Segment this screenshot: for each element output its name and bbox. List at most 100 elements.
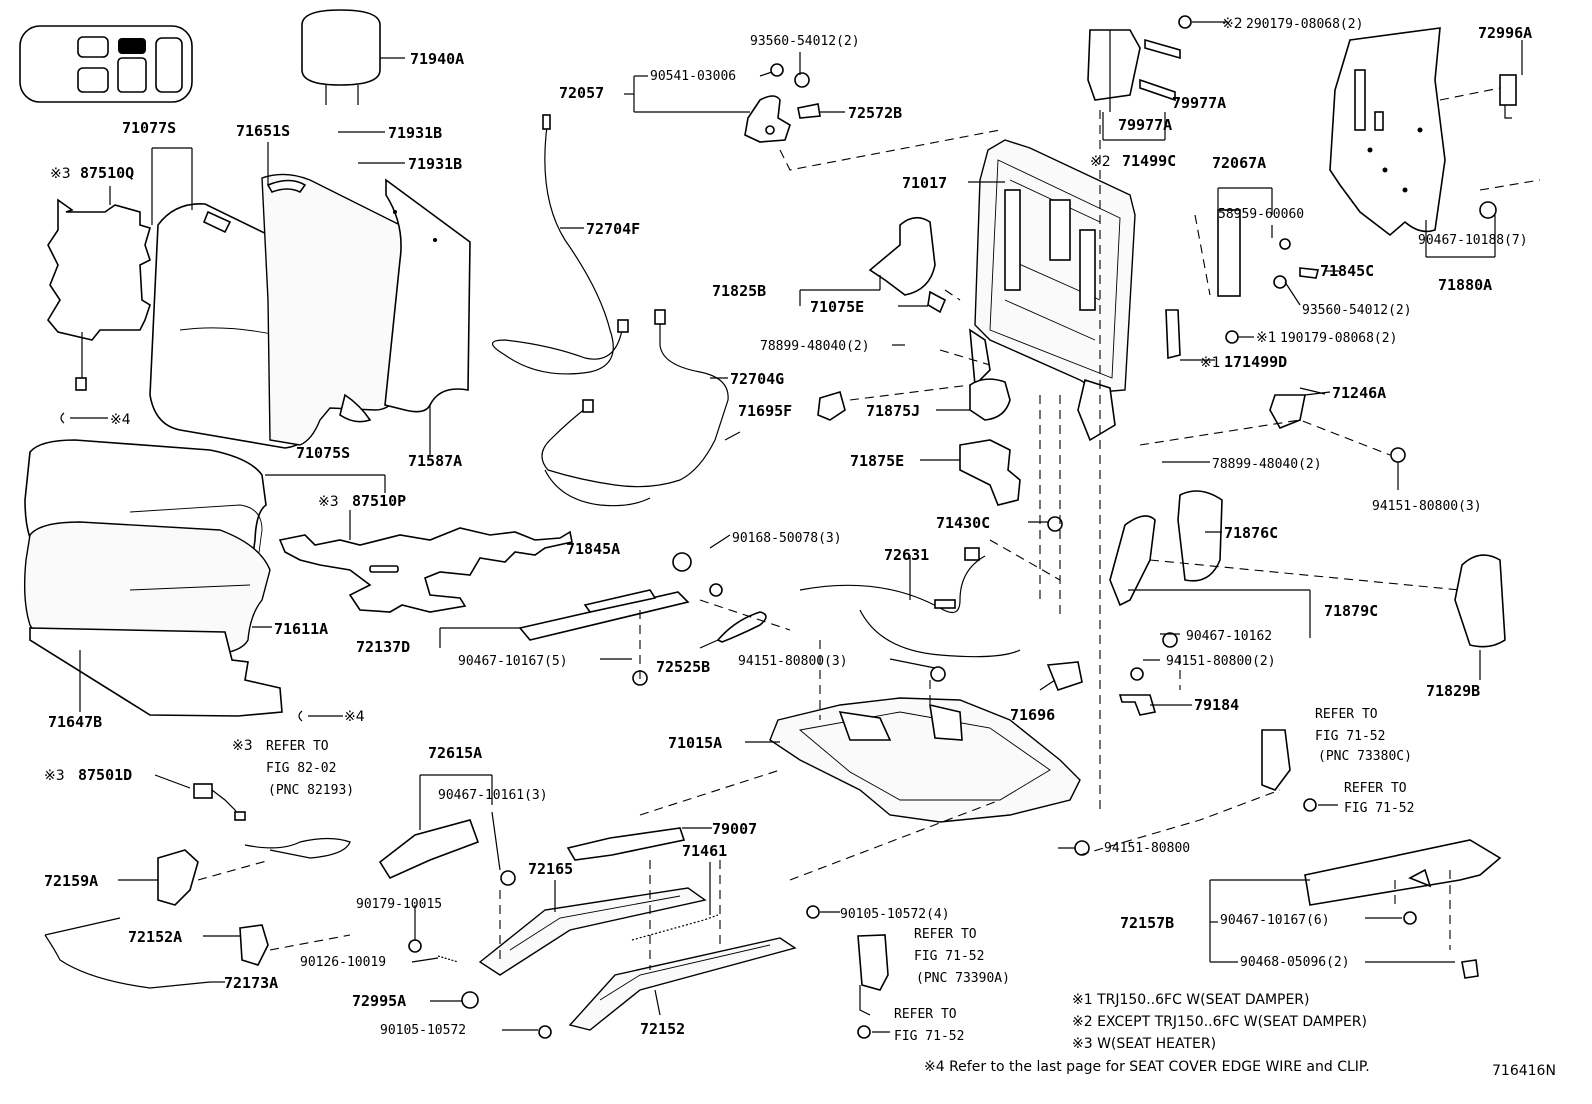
label-94151-80800: 94151-80800 [1104,841,1190,856]
clip-72996A [1499,74,1517,119]
refer-fig-71-52: FIG 71-52 [1315,729,1385,744]
label-71017: 71017 [902,174,947,192]
clip-71430C [1047,516,1063,532]
label-72137D: 72137D [356,638,410,656]
mark-3: ※3 [318,494,339,510]
cover-72152A [239,924,269,966]
refer-fig-71-52: REFER TO [1315,707,1378,722]
label-71461: 71461 [682,842,727,860]
label-171499D: 171499D [1224,353,1287,371]
label-78899-48040: 78899-48040(2) [1212,457,1322,472]
label-72173A: 72173A [224,974,278,992]
label-71077S: 71077S [122,119,176,137]
label-71499C: 71499C [1122,152,1176,170]
label-90467-10167: 90467-10167(5) [458,654,568,669]
label-94151-80800: 94151-80800(3) [738,654,848,669]
label-90105-10572: 90105-10572 [380,1023,466,1038]
hinge-71875J [969,378,1011,421]
cover-71829B [1454,554,1506,648]
label-90105-10572: 90105-10572(4) [840,907,950,922]
vehicle-seat-position-icon [19,25,193,103]
label-72165: 72165 [528,860,573,878]
refer-fig-82-02: (PNC 82193) [268,783,354,798]
nut-94151-80800 [930,666,946,682]
rail-72165 [478,887,707,976]
panel-72137D [518,589,690,686]
bracket-72615A [378,819,516,886]
label-71246A: 71246A [1332,384,1386,402]
label-290179-08068: 290179-08068(2) [1246,17,1363,32]
seatback-frame-71017 [969,139,1136,442]
label-72704F: 72704F [586,220,640,238]
label-72631: 72631 [884,546,929,564]
label-72067A: 72067A [1212,154,1266,172]
nut-90179-10015 [408,939,422,953]
label-90541-03006: 90541-03006 [650,69,736,84]
refer-fig-71-52: REFER TO [1344,781,1407,796]
cable-72631 [799,547,1021,658]
refer-fig-82-02: REFER TO [266,739,329,754]
label-79977A: 79977A [1172,94,1226,112]
sensor-87501D [193,783,351,859]
headrest-71940A [301,9,405,105]
label-78899-48040: 78899-48040(2) [760,339,870,354]
label-93560-54012: 93560-54012(2) [750,34,860,49]
mark-4: ※4 [344,709,365,725]
label-58959-60060: 58959-60060 [1218,207,1304,222]
bracket-71875E [959,439,1021,506]
label-71647B: 71647B [48,713,102,731]
mark-1: ※1 [1200,355,1221,371]
label-71075E: 71075E [810,298,864,316]
cover-72159A [157,849,199,906]
refer-fig-71-52: REFER TO [894,1007,957,1022]
refer-fig-71-52: (PNC 73380C) [1318,749,1412,764]
assembly-guide-lines [197,87,1541,970]
label-79184: 79184 [1194,696,1239,714]
mark-3: ※3 [44,768,65,784]
label-71829B: 71829B [1426,682,1480,700]
mark-4: ※4 [110,412,131,428]
nut-72995A [461,991,479,1009]
label-71695F: 71695F [738,402,792,420]
rail-72152 [568,937,797,1031]
footnote-1: ※1 TRJ150..6FC W(SEAT DAMPER) [1072,992,1310,1008]
label-190179-08068: 190179-08068(2) [1280,331,1397,346]
label-90467-10188: 90467-10188(7) [1418,233,1528,248]
label-71845C: 71845C [1320,262,1374,280]
label-87510P: 87510P [352,492,406,510]
mark-3: ※3 [50,166,71,182]
refer-fig-71-52: FIG 71-52 [914,949,984,964]
seat-cushion-pad-71611A [23,521,271,656]
footnote-4: ※4 Refer to the last page for SEAT COVER… [924,1059,1370,1075]
label-87510Q: 87510Q [80,164,134,182]
label-72995A: 72995A [352,992,406,1010]
refer-fig-82-02: FIG 82-02 [266,761,336,776]
latch-72067A [1217,209,1319,297]
label-72159A: 72159A [44,872,98,890]
label-90467-10161: 90467-10161(3) [438,788,548,803]
label-94151-80800: 94151-80800(2) [1166,654,1276,669]
label-71875J: 71875J [866,402,920,420]
diagram-id: 716416N [1492,1063,1556,1079]
bolt-90105-10572 [538,1025,552,1039]
seat-cushion-board-71647B [29,627,283,717]
label-71587A: 71587A [408,452,462,470]
label-71880A: 71880A [1438,276,1492,294]
seat-belt-buckle-73380C [1261,729,1317,812]
label-71879C: 71879C [1324,602,1378,620]
label-90467-10162: 90467-10162 [1186,629,1272,644]
label-79007: 79007 [712,820,757,838]
mark-2: ※2 [1090,154,1111,170]
refer-fig-71-52: REFER TO [914,927,977,942]
refer-fig-71-52: (PNC 73390A) [916,971,1010,986]
label-90179-10015: 90179-10015 [356,897,442,912]
label-71875E: 71875E [850,452,904,470]
cable-72704G [541,309,741,507]
refer-fig-71-52: FIG 71-52 [1344,801,1414,816]
label-72996A: 72996A [1478,24,1532,42]
label-71845A: 71845A [566,540,620,558]
label-71876C: 71876C [1224,524,1278,542]
label-72704G: 72704G [730,370,784,388]
cap-71845A [672,552,692,572]
footnote-3: ※3 W(SEAT HEATER) [1072,1036,1216,1052]
